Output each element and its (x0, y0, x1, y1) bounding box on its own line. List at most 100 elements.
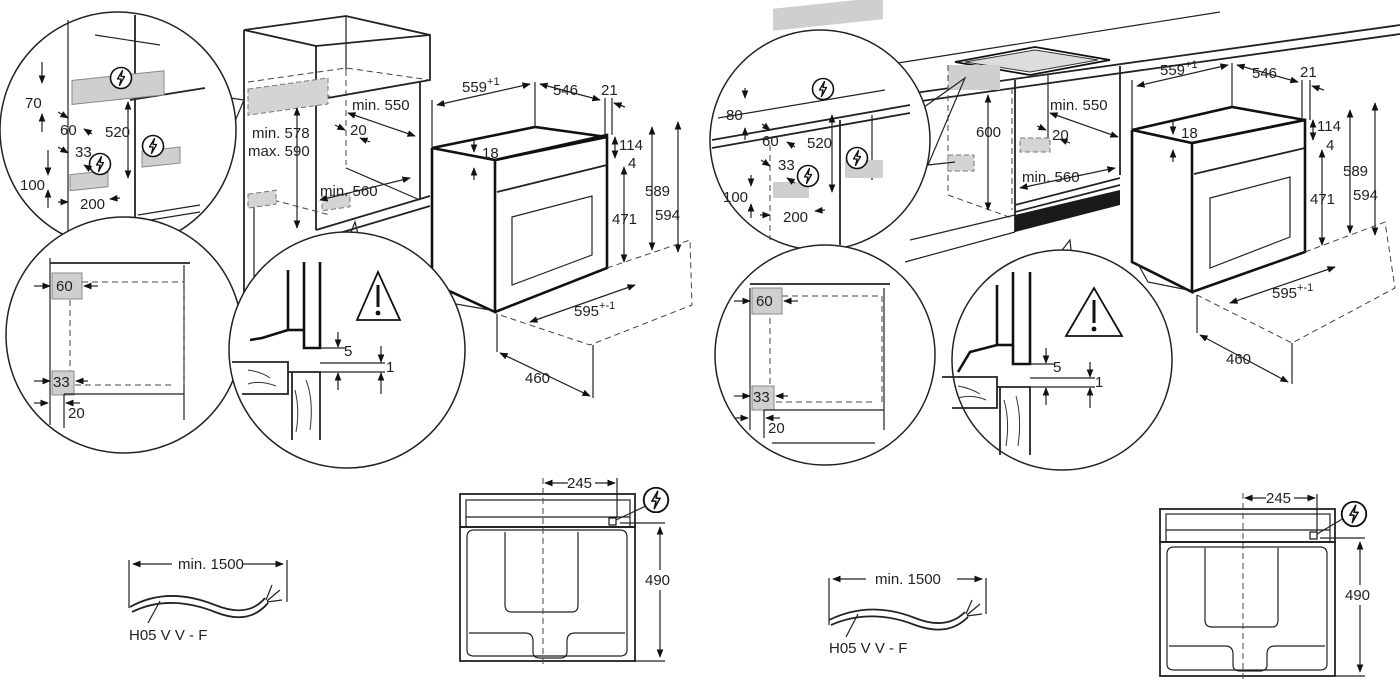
warning-triangle-icon (355, 269, 402, 321)
oven-depth-total: 559+1 (1160, 59, 1198, 79)
gap-dim-1: 1 (1095, 374, 1103, 391)
electric-connection-icon (796, 164, 820, 188)
oven-front-height: 594 (655, 207, 680, 224)
back-offset: 245 (1266, 490, 1291, 507)
clearance-zone-top (51, 272, 83, 300)
socket-detail-callout: 80 60 520 33 100 200 (709, 0, 967, 251)
dim-200: 200 (80, 196, 105, 213)
electric-connection-icon (642, 486, 670, 514)
electric-connection-icon (141, 134, 165, 158)
socket-zone-side (773, 182, 809, 198)
oven-depth-total: 559+1 (462, 76, 500, 96)
plinth (1015, 190, 1120, 232)
cabinet-width: min. 560 (320, 183, 378, 200)
cable-length: min. 1500 (875, 571, 941, 588)
clearance-zone-bottom (51, 370, 75, 396)
socket-zone-inner (1019, 137, 1051, 153)
dim-520: 520 (105, 124, 130, 141)
socket-zone-top (773, 0, 883, 31)
warning-triangle-icon (1064, 286, 1124, 337)
right-panel: 600 min. 550 20 min. 560 (709, 0, 1400, 683)
gap-dim-5: 5 (1053, 359, 1061, 376)
socket-zone-top (247, 77, 329, 116)
cabinet-depth: min. 550 (1050, 97, 1108, 114)
side-clearance-callout: 60 33 20 (5, 216, 243, 454)
back-offset: 245 (567, 475, 592, 492)
oven-depth-body: 546 (1252, 65, 1277, 82)
electric-connection-icon (811, 77, 835, 101)
socket-zone-side (247, 189, 277, 209)
back-height: 490 (645, 572, 670, 589)
cabinet-dimensions: min. 578 max. 590 min. 550 20 min. 560 (248, 97, 416, 229)
dim-70: 70 (25, 95, 42, 112)
dim-60: 60 (762, 133, 779, 150)
side-offset: 20 (768, 420, 785, 437)
clearance-zone-top (751, 287, 783, 315)
power-cable: min. 1500 H05 V V - F (128, 556, 288, 644)
left-panel: min. 578 max. 590 min. 550 20 min. 560 (0, 11, 693, 668)
oven-3d-right: 559+1 546 21 18 114 4 471 589 594 595+-1… (1130, 59, 1396, 384)
side-offset: 20 (68, 405, 85, 422)
dim-200: 200 (783, 209, 808, 226)
oven-front-width: 595+-1 (574, 300, 615, 320)
oven-panel-height: 114 (1317, 118, 1341, 135)
dim-520: 520 (807, 135, 832, 152)
cabinet-gap: 20 (350, 122, 367, 139)
gap-detail-callout: 5 1 (228, 220, 466, 469)
oven-back-view-right: 245 490 (1159, 490, 1370, 683)
side-bottom-clearance: 33 (753, 389, 770, 406)
socket-zone-side (69, 170, 109, 192)
oven-gap: 4 (1326, 137, 1334, 154)
socket-zone-side (947, 154, 975, 172)
gap-dim-1: 1 (386, 359, 394, 376)
oven-3d-left: 559+1 546 21 18 114 4 471 589 594 595+-1… (430, 76, 693, 398)
oven-door-height: 471 (1310, 191, 1335, 208)
oven-front-thickness: 21 (1300, 64, 1317, 81)
gap-dim-5: 5 (344, 343, 352, 360)
dim-100: 100 (20, 177, 45, 194)
oven-depth-body: 546 (553, 82, 578, 99)
oven-body-height: 589 (1343, 163, 1368, 180)
electric-connection-icon (109, 66, 133, 90)
oven-gap: 4 (628, 155, 636, 172)
cable-length: min. 1500 (178, 556, 244, 573)
power-cable: min. 1500 H05 V V - F (828, 571, 987, 657)
side-bottom-clearance: 33 (53, 374, 70, 391)
oven-door-height: 471 (612, 211, 637, 228)
socket-zone-worktop (948, 65, 1000, 90)
cabinet-depth: min. 550 (352, 97, 410, 114)
socket-detail-callout: 70 60 520 33 100 200 (0, 11, 245, 249)
electric-connection-icon (845, 146, 869, 170)
side-top-clearance: 60 (756, 293, 773, 310)
electric-connection-icon (88, 152, 112, 176)
oven-top-offset: 18 (482, 145, 499, 162)
cabinet-height: 600 (976, 124, 1001, 141)
dim-80: 80 (726, 107, 743, 124)
back-height: 490 (1345, 587, 1370, 604)
electric-connection-icon (1340, 500, 1368, 528)
dim-33: 33 (778, 157, 795, 174)
oven-front-height: 594 (1353, 187, 1378, 204)
tall-cabinet (243, 15, 431, 300)
oven-front-thickness: 21 (601, 82, 618, 99)
oven-front-width: 595+-1 (1272, 282, 1313, 302)
cable-type: H05 V V - F (829, 640, 907, 657)
clearance-zone-bottom (751, 385, 775, 411)
gap-detail-callout: 5 1 (942, 238, 1173, 471)
worktop-cabinet: 600 min. 550 20 min. 560 (897, 11, 1400, 263)
cabinet-max-height: max. 590 (248, 143, 310, 160)
oven-panel-height: 114 (619, 137, 643, 154)
dim-60: 60 (60, 122, 77, 139)
side-top-clearance: 60 (56, 278, 73, 295)
oven-body-height: 589 (645, 183, 670, 200)
dim-33: 33 (75, 144, 92, 161)
cabinet-min-height: min. 578 (252, 125, 310, 142)
oven-top-offset: 18 (1181, 125, 1198, 142)
cable-type: H05 V V - F (129, 627, 207, 644)
side-clearance-callout: 60 33 20 (714, 244, 936, 466)
oven-depth-bottom: 460 (525, 370, 550, 387)
cabinet-gap: 20 (1052, 127, 1069, 144)
dim-100: 100 (723, 189, 748, 206)
cabinet-width: min. 560 (1022, 169, 1080, 186)
